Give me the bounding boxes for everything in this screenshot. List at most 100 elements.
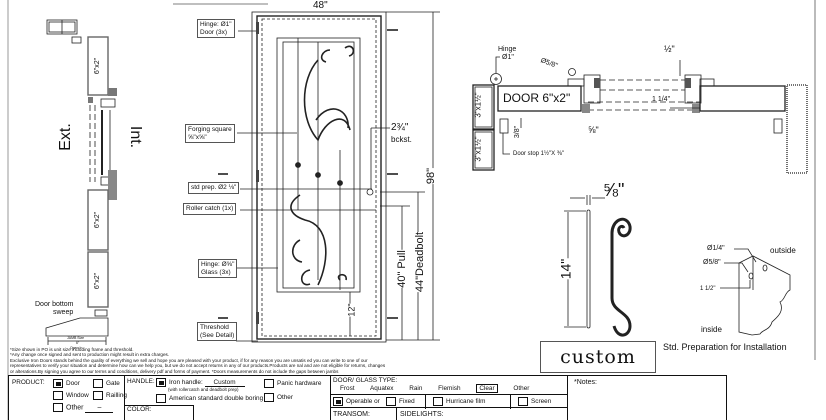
note-line: *Any change once signed and sent to prod… bbox=[10, 352, 170, 358]
height-dimension: 98" bbox=[425, 167, 438, 185]
plan-jamb-a: 3"x1½" bbox=[473, 92, 483, 118]
fixed-option[interactable]: Fixed bbox=[386, 397, 415, 406]
glass-aquatex[interactable]: Aquatex bbox=[370, 385, 394, 392]
option-label: Window bbox=[66, 392, 89, 400]
option-label: Other bbox=[66, 404, 84, 412]
option-label: Door bbox=[66, 380, 80, 388]
install-caption: Std. Preparation for Installation bbox=[663, 342, 787, 352]
callout-text: Forging square bbox=[188, 126, 232, 133]
deadbolt-height: 44"Deadbolt bbox=[414, 231, 427, 293]
callout-threshold: Threshold(See Detail) bbox=[197, 322, 238, 341]
plan-door-stop: Door stop 1½"X ⅜" bbox=[513, 151, 564, 157]
handle-other-option[interactable]: Other bbox=[264, 393, 293, 402]
glass-flemish[interactable]: Flemish bbox=[438, 385, 461, 392]
glass-rain[interactable]: Rain bbox=[409, 385, 423, 392]
note-line: Exclusive Iron Doors stands behind the q… bbox=[10, 357, 368, 363]
checkbox[interactable] bbox=[264, 379, 274, 388]
handle-note: (with rollercatch and deadbolt prep) bbox=[168, 387, 239, 392]
handle-american-option[interactable]: American standard double boring bbox=[156, 394, 263, 403]
option-label: American standard double boring bbox=[169, 395, 264, 403]
or-label: or bbox=[374, 398, 380, 406]
sweep-label-2: sweep bbox=[53, 309, 74, 316]
product-door-option[interactable]: Door bbox=[53, 379, 80, 388]
checkbox-checked[interactable] bbox=[156, 378, 166, 387]
option-label: Fixed bbox=[399, 398, 415, 406]
note-line: *Size shown in PO is unit size including… bbox=[10, 347, 134, 352]
checkbox[interactable] bbox=[93, 379, 103, 388]
screen-option[interactable]: Screen bbox=[510, 395, 551, 409]
product-window-option[interactable]: Window bbox=[53, 391, 89, 400]
option-label: Railling bbox=[106, 392, 127, 400]
install-inside: inside bbox=[701, 325, 722, 334]
other-input[interactable]: – bbox=[85, 403, 114, 414]
order-form: PRODUCT: Door Gate Window Railling Other… bbox=[8, 375, 727, 420]
option-label: Gate bbox=[106, 380, 120, 388]
install-depth: 1 1/2" bbox=[700, 286, 716, 292]
checkbox[interactable] bbox=[93, 391, 103, 400]
plan-hinge-label: Hinge bbox=[498, 46, 517, 53]
frame-bottom-size: 6"x2" bbox=[94, 272, 102, 290]
transom-label: TRANSOM: bbox=[333, 411, 370, 418]
plan-hinge-size: Ø1" bbox=[502, 54, 514, 61]
bar-length: 14" bbox=[557, 258, 574, 280]
note-line: representatives to verify your situation… bbox=[10, 363, 386, 369]
option-label: Iron handle: bbox=[169, 379, 203, 387]
checkbox-checked[interactable] bbox=[53, 379, 63, 388]
callout-text: Door (3x) bbox=[200, 28, 228, 36]
handle-section: HANDLE: Iron handle: Custom (with roller… bbox=[124, 376, 331, 420]
checkbox[interactable] bbox=[264, 393, 274, 402]
glass-other[interactable]: Other bbox=[513, 385, 530, 392]
callout-text: Hinge: Ø1" bbox=[200, 21, 232, 28]
callout-roller-catch: Roller catch (1x) bbox=[183, 203, 237, 215]
notes-label: *Notes: bbox=[574, 379, 597, 386]
plan-door-label: DOOR 6"x2" bbox=[503, 91, 571, 105]
handle-iron-option[interactable]: Iron handle: Custom bbox=[156, 378, 245, 388]
plan-view-drawing bbox=[472, 56, 808, 174]
product-other-option[interactable]: Other – bbox=[53, 403, 114, 414]
install-outside: outside bbox=[770, 246, 796, 255]
handle-value[interactable]: Custom bbox=[204, 379, 245, 388]
glass-section: DOOR/ GLASS TYPE: Frost Aquatex Rain Fle… bbox=[330, 376, 568, 420]
glass-clear-selected[interactable]: Clear bbox=[476, 384, 498, 393]
operable-option[interactable]: Operable or bbox=[333, 397, 380, 406]
checkbox[interactable] bbox=[433, 397, 443, 406]
callout-hinge-glass: Hinge: Ø⅝"Glass (3x) bbox=[198, 259, 238, 278]
install-d1: Ø1/4" bbox=[707, 245, 725, 252]
product-railing-option[interactable]: Railling bbox=[93, 391, 127, 400]
jamb-open: Open In bbox=[70, 346, 83, 350]
plan-five-eighths: ⅝" bbox=[588, 125, 599, 135]
install-d2: Ø5/8" bbox=[703, 259, 721, 266]
glass-frost[interactable]: Frost bbox=[340, 385, 355, 392]
checkbox[interactable] bbox=[386, 397, 396, 406]
product-label: PRODUCT: bbox=[12, 379, 45, 386]
product-gate-option[interactable]: Gate bbox=[93, 379, 120, 388]
sweep-label-1: Door bottom bbox=[35, 301, 74, 308]
s-bar-drawing bbox=[564, 195, 632, 337]
handle-label: HANDLE: bbox=[127, 378, 155, 385]
option-label: Panic hardware bbox=[277, 380, 322, 388]
callout-text: ⅝"x⅝" bbox=[188, 133, 207, 141]
handle-panic-option[interactable]: Panic hardware bbox=[264, 379, 321, 388]
frame-mid-size: 6"x2" bbox=[94, 211, 102, 229]
callout-text: (See Detail) bbox=[200, 331, 235, 339]
option-label: Operable bbox=[346, 398, 373, 406]
checkbox[interactable] bbox=[156, 394, 166, 403]
option-label: Other bbox=[277, 394, 293, 402]
plan-half: ½" bbox=[664, 44, 675, 54]
callout-text: Hinge: Ø⅝" bbox=[201, 261, 235, 268]
callout-std-prep: std prep. Ø2 ⅛" bbox=[188, 182, 240, 194]
checkbox[interactable] bbox=[518, 397, 528, 406]
color-label: COLOR: bbox=[124, 405, 194, 420]
option-label: Screen bbox=[531, 398, 552, 406]
checkbox-checked[interactable] bbox=[333, 397, 343, 406]
note-line: or alterations.By signing you agree to o… bbox=[10, 368, 339, 374]
interior-label: Int. bbox=[127, 125, 145, 149]
hurricane-option[interactable]: Hurricane film bbox=[425, 395, 485, 409]
width-dimension: 48" bbox=[311, 0, 330, 11]
plan-three-eighths: 3/8" bbox=[514, 125, 522, 139]
checkbox[interactable] bbox=[53, 391, 63, 400]
glass-label: DOOR/ GLASS TYPE: bbox=[333, 377, 398, 384]
transom-row: TRANSOM: SIDELIGHTS: bbox=[330, 407, 567, 420]
checkbox[interactable] bbox=[53, 403, 63, 412]
